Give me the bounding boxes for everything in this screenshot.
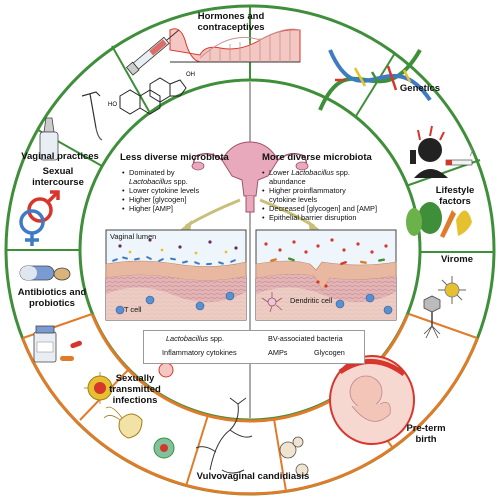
left-bullet-2: Lower cytokine levels xyxy=(122,186,240,195)
amp-dots-left xyxy=(128,248,228,255)
left-bullet-3: Higher [glycogen] xyxy=(122,195,240,204)
vegetables-icon xyxy=(406,202,472,238)
trichomonas-icon xyxy=(103,406,143,439)
legend-lactobacillus: Lactobacillus spp. xyxy=(166,334,224,343)
legend-bv: BV-associated bacteria xyxy=(268,334,343,343)
label-hormones: Hormones and contraceptives xyxy=(197,11,265,33)
cigarette-icon xyxy=(445,145,473,166)
right-bullet-1-text-d: abundance xyxy=(269,177,306,187)
left-lumen-panel xyxy=(105,229,247,321)
legend-lactobacillus-species: Lactobacillus xyxy=(166,334,209,343)
small-capsules-icon xyxy=(60,340,82,361)
fungus-icon xyxy=(195,397,253,474)
legend-lactobacillus-spp: spp. xyxy=(210,334,225,343)
label-genetics: Genetics xyxy=(399,83,441,94)
lactobacillus-left-group xyxy=(112,256,236,266)
label-antibiotics: Antibiotics and probiotics xyxy=(17,287,87,309)
gender-symbols-icon xyxy=(19,190,60,246)
label-lifestyle: Lifestyle factors xyxy=(435,185,475,207)
right-bullet-1-text-c: spp. xyxy=(336,168,350,177)
capsule-icon xyxy=(19,265,55,281)
left-bullet-1-text-a: Dominated by xyxy=(129,168,175,177)
right-bullet-2-text-a: Higher proinflammatory xyxy=(269,186,346,196)
left-bullet-1-text-c: spp. xyxy=(173,177,188,187)
t-cell-label: T cell xyxy=(124,305,142,314)
right-lumen-panel xyxy=(255,229,397,321)
legend-cytokines: Inflammatory cytokines xyxy=(162,348,237,357)
label-candidiasis: Vulvovaginal candidiasis xyxy=(196,471,310,482)
label-preterm: Pre-term birth xyxy=(406,423,446,445)
right-bullet-1-species: Lactobacillus xyxy=(291,168,334,177)
bacteriophage-icon xyxy=(423,295,441,339)
steroid-molecule-icon xyxy=(119,77,187,115)
cytokine-dots-right xyxy=(264,238,388,288)
bacteria-icon xyxy=(84,372,116,404)
label-sti: Sexually transmitted infections xyxy=(109,373,161,406)
right-bullets: Lower Lactobacillus spp. abundance Higher… xyxy=(262,168,402,222)
steroid-ho-label: HO xyxy=(108,102,117,108)
right-bullet-2-text-b: cytokine levels xyxy=(269,195,318,205)
right-bullet-4: Epithelial barrier disruption xyxy=(262,213,402,222)
syringe-icon xyxy=(125,29,180,76)
label-sexual-intercourse: Sexual intercourse xyxy=(32,166,84,188)
outer-ring-orange-arc xyxy=(21,337,479,496)
hormone-chart-icon xyxy=(169,28,301,63)
right-bullet-3: Decreased [glycogen] and [AMP] xyxy=(262,204,402,213)
virus-icon xyxy=(438,276,466,304)
legend-amps: AMPs xyxy=(268,348,288,357)
bottle-icon xyxy=(33,325,57,363)
dna-icon xyxy=(318,49,432,111)
right-bullet-1-text-a: Lower xyxy=(269,168,290,177)
right-panel-title: More diverse microbiota xyxy=(262,152,372,163)
smoker-icon xyxy=(410,125,448,178)
dendritic-cell-label: Dendritic cell xyxy=(290,296,333,305)
left-panel-title: Less diverse microbiota xyxy=(120,152,229,163)
steroid-oh-label: OH xyxy=(186,72,195,78)
right-bullet-1: Lower Lactobacillus spp. abundance xyxy=(262,168,402,186)
t-cells-right xyxy=(335,293,393,315)
vaginal-lumen-label: Vaginal lumen xyxy=(110,232,157,241)
yeast-cells-icon xyxy=(279,436,309,477)
iud-icon xyxy=(81,91,103,141)
herpes-virus-icon xyxy=(153,362,175,459)
label-vaginal-practices: Vaginal practices xyxy=(21,151,99,162)
label-virome: Virome xyxy=(440,254,474,265)
bv-bacteria-right xyxy=(270,257,385,266)
dendritic-cell-icon xyxy=(261,292,283,313)
left-bullet-1-species: Lactobacillus xyxy=(129,177,172,187)
pill-icon xyxy=(53,267,71,281)
douche-bottle-icon xyxy=(39,117,59,161)
legend-glycogen: Glycogen xyxy=(314,348,345,357)
glycogen-dots-left xyxy=(118,238,238,250)
legend-box: Lactobacillus spp. BV-associated bacteri… xyxy=(143,330,365,364)
left-bullet-4: Higher [AMP] xyxy=(122,204,240,213)
t-cells-left xyxy=(115,291,235,315)
fetus-icon xyxy=(329,355,415,445)
